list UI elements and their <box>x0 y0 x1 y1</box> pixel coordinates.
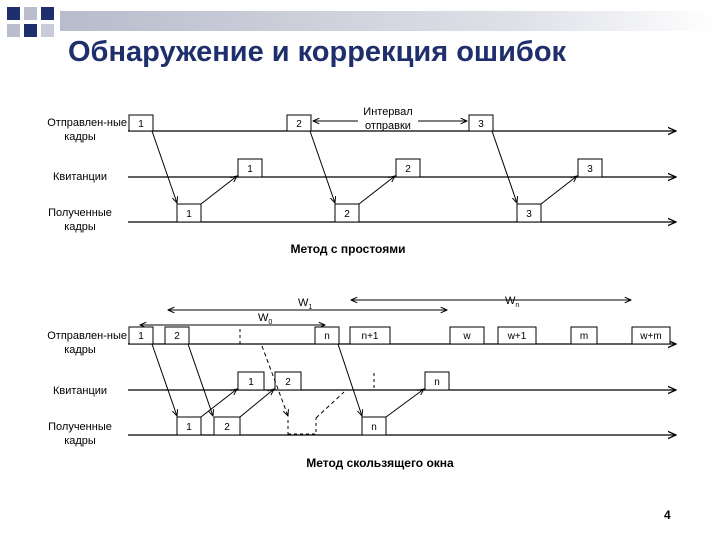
svg-text:n+1: n+1 <box>362 331 379 342</box>
received-frames-label: кадры <box>64 221 96 233</box>
svg-text:1: 1 <box>186 209 192 220</box>
sent-frame: w <box>449 326 485 345</box>
window-w0-label: W0 <box>258 312 272 326</box>
sent-frame: 2 <box>164 326 190 345</box>
window-w1-label: W1 <box>298 297 312 311</box>
svg-text:n: n <box>324 331 330 342</box>
received-frame: 2 <box>213 416 241 436</box>
svg-text:2: 2 <box>224 422 230 433</box>
ack-transmit-arrow <box>540 176 577 205</box>
sent-frame: w+m <box>631 326 671 345</box>
lost-frame-arrow <box>261 345 288 416</box>
svg-text:3: 3 <box>587 164 593 175</box>
sent-frame: w+1 <box>497 326 537 345</box>
sent-frames-label: Отправлен-ные <box>47 330 127 342</box>
svg-text:n: n <box>434 377 440 388</box>
header-decoration <box>7 7 718 37</box>
page-number: 4 <box>664 508 671 522</box>
frame-transmit-arrow <box>309 130 335 203</box>
svg-text:1: 1 <box>248 377 254 388</box>
frame-transmit-arrow <box>337 343 362 416</box>
received-frame: 2 <box>334 203 360 223</box>
sent-frame: 2 <box>286 114 312 132</box>
ack-transmit-arrow <box>239 389 274 418</box>
ack-transmit-arrow <box>358 176 395 205</box>
frame-transmit-arrow <box>151 130 177 203</box>
svg-text:2: 2 <box>296 119 302 130</box>
ack-frame: 1 <box>237 371 265 391</box>
svg-text:1: 1 <box>247 164 253 175</box>
svg-text:2: 2 <box>174 331 180 342</box>
frame-transmit-arrow <box>151 343 177 416</box>
window-wn-label: Wn <box>505 295 519 309</box>
frame-transmit-arrow <box>187 343 213 416</box>
acks-label: Квитанции <box>53 171 107 183</box>
header-square <box>7 24 20 37</box>
lost-frame-gap <box>287 418 317 435</box>
sent-frame: 1 <box>128 114 154 132</box>
ack-frame: 2 <box>395 158 421 178</box>
header-square <box>24 24 37 37</box>
header-square <box>7 7 20 20</box>
svg-text:1: 1 <box>138 331 144 342</box>
ack-transmit-arrow <box>200 389 237 418</box>
received-frames-label: Полученные <box>48 421 112 433</box>
ack-frame: 2 <box>274 371 302 391</box>
svg-text:n: n <box>371 422 377 433</box>
lost-ack-arrow <box>315 391 345 419</box>
sent-frame: 3 <box>468 114 494 132</box>
sent-frame: m <box>570 326 598 345</box>
svg-text:2: 2 <box>405 164 411 175</box>
header-square <box>41 24 54 37</box>
svg-text:2: 2 <box>285 377 291 388</box>
received-frame: 1 <box>176 416 202 436</box>
svg-text:3: 3 <box>526 209 532 220</box>
bottom-diagram-caption: Метод скользящего окна <box>306 456 454 470</box>
bottom-diagram: Отправлен-ные кадры Квитанции Полученные… <box>47 295 676 470</box>
received-frame: 1 <box>176 203 202 223</box>
ack-frame: 1 <box>237 158 263 178</box>
received-frames-label: кадры <box>64 435 96 447</box>
svg-text:1: 1 <box>138 119 144 130</box>
sent-frames-label: кадры <box>64 131 96 143</box>
ack-transmit-arrow <box>200 176 237 205</box>
svg-text:w+m: w+m <box>639 331 661 342</box>
sent-frame: n+1 <box>349 326 391 345</box>
top-diagram: Отправлен-ные кадры Квитанции Полученные… <box>47 106 676 256</box>
ack-frame: 3 <box>577 158 603 178</box>
received-frames-label: Полученные <box>48 207 112 219</box>
sent-frame: n <box>314 326 340 345</box>
sent-frames-label: Отправлен-ные <box>47 117 127 129</box>
svg-text:m: m <box>580 331 588 342</box>
svg-text:3: 3 <box>478 119 484 130</box>
header-square <box>41 7 54 20</box>
interval-label: Интервал <box>363 106 412 118</box>
ack-frame: n <box>424 371 450 391</box>
svg-text:w+1: w+1 <box>507 331 527 342</box>
svg-text:2: 2 <box>344 209 350 220</box>
sent-frames-label: кадры <box>64 344 96 356</box>
svg-text:w: w <box>462 331 471 342</box>
acks-label: Квитанции <box>53 385 107 397</box>
slide-title: Обнаружение и коррекция ошибок <box>68 36 567 68</box>
interval-label: отправки <box>365 120 411 132</box>
sent-frame: 1 <box>128 326 154 345</box>
top-diagram-caption: Метод с простоями <box>291 242 406 256</box>
ack-transmit-arrow <box>385 389 424 418</box>
received-frame: 3 <box>516 203 542 223</box>
received-frame: n <box>361 416 387 436</box>
header-square <box>24 7 37 20</box>
svg-text:1: 1 <box>186 422 192 433</box>
frame-transmit-arrow <box>491 130 517 203</box>
